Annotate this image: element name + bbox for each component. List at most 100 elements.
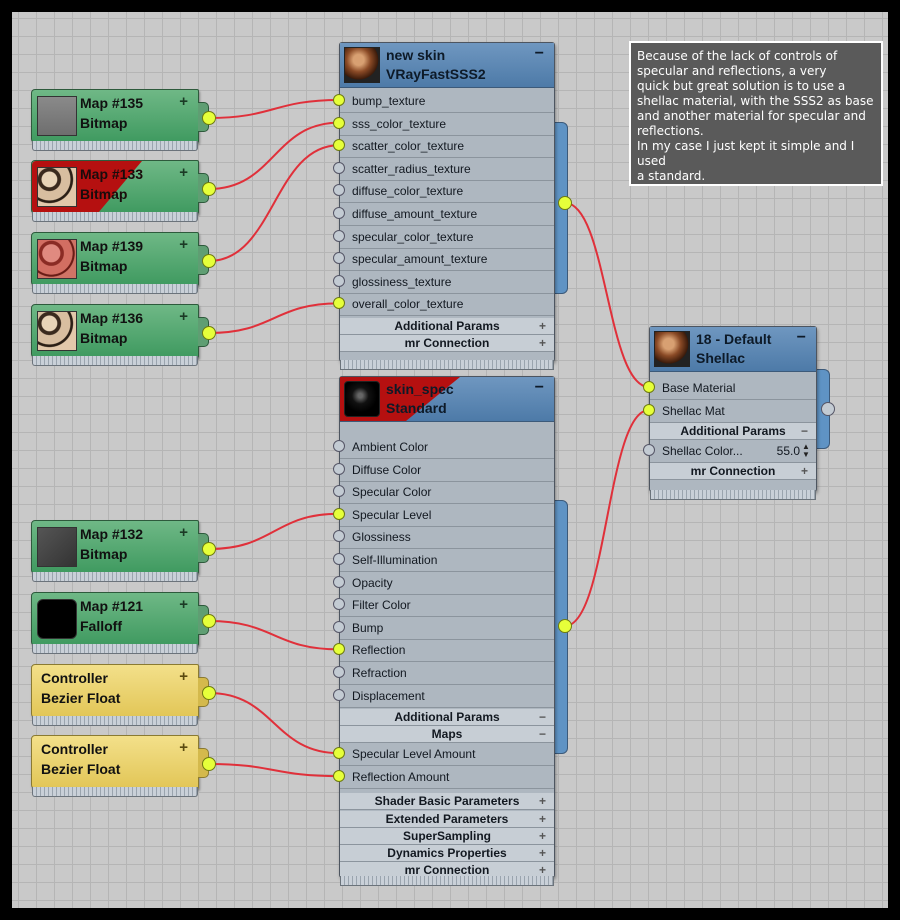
slot-glossiness-texture[interactable]: glossiness_texture [340,271,554,294]
input-socket-shellac-mat[interactable] [643,404,655,416]
section-supersampling[interactable]: SuperSampling+ [340,827,554,845]
collapse-minus-icon[interactable]: − [538,710,546,725]
map-node-136[interactable]: Map #136 Bitmap + [31,304,209,366]
slot-sss-color-texture[interactable]: sss_color_texture [340,113,554,136]
slot-glossiness[interactable]: Glossiness [340,526,554,550]
slot-diffuse-color[interactable]: Diffuse Color [340,459,554,482]
section-mr-connection[interactable]: mr Connection+ [650,463,816,480]
controller-node-1[interactable]: Controller Bezier Float + [31,664,209,726]
input-socket-diffuse-amount-texture[interactable] [333,207,345,219]
input-socket-scatter-color-texture[interactable] [333,139,345,152]
param-value[interactable]: 55.0 [776,444,800,458]
input-socket-filter-color[interactable] [333,598,345,611]
output-socket-shellac[interactable] [821,402,835,416]
expand-plus-icon[interactable]: + [179,236,188,253]
slot-reflection-amount[interactable]: Reflection Amount [340,766,554,790]
slot-opacity[interactable]: Opacity [340,572,554,595]
expand-plus-icon[interactable]: + [179,739,188,756]
slot-specular-color[interactable]: Specular Color [340,481,554,505]
output-socket-skin-spec[interactable] [558,619,572,633]
slot-ambient-color[interactable]: Ambient Color [340,436,554,459]
expand-plus-icon[interactable]: + [179,164,188,181]
slot-refraction[interactable]: Refraction [340,662,554,685]
map-node-135[interactable]: Map #135 Bitmap + [31,89,209,151]
slot-diffuse-color-texture[interactable]: diffuse_color_texture [340,180,554,204]
expand-plus-icon[interactable]: + [538,811,546,826]
input-socket-bump[interactable] [333,620,345,633]
input-socket-glossiness-texture[interactable] [333,274,345,287]
slot-base-material[interactable]: Base Material [650,377,816,400]
collapse-minus-icon[interactable]: − [538,727,546,742]
slot-reflection[interactable]: Reflection [340,639,554,663]
section-dynamics-properties[interactable]: Dynamics Properties+ [340,845,554,863]
section-mr-connection[interactable]: mr Connection+ [340,335,554,352]
controller-node-2[interactable]: Controller Bezier Float + [31,735,209,797]
input-socket-sss-color-texture[interactable] [333,116,345,129]
slot-displacement[interactable]: Displacement [340,685,554,708]
input-socket-specular-level[interactable] [333,507,345,520]
input-socket-specular-level-amount[interactable] [333,747,345,760]
slot-specular-level-amount[interactable]: Specular Level Amount [340,743,554,767]
expand-plus-icon[interactable]: + [179,93,188,110]
section-extended-parameters[interactable]: Extended Parameters+ [340,810,554,828]
slot-bump[interactable]: Bump [340,617,554,640]
output-socket-node-2[interactable] [202,182,216,196]
param-shellac-color[interactable]: Shellac Color... 55.0 ▲▼ [650,440,816,463]
slot-scatter-radius-texture[interactable]: scatter_radius_texture [340,158,554,181]
slot-overall-color-texture[interactable]: overall_color_texture [340,293,554,317]
section-additional-params[interactable]: Additional Params+ [340,318,554,335]
map-node-121[interactable]: Map #121 Falloff + [31,592,209,654]
input-socket-opacity[interactable] [333,575,345,588]
input-socket-diffuse-color-texture[interactable] [333,184,345,197]
output-socket-new-skin[interactable] [558,196,572,210]
section-additional-params[interactable]: Additional Params− [340,709,554,727]
slot-shellac-mat[interactable]: Shellac Mat [650,400,816,423]
input-socket-specular-color[interactable] [333,485,345,498]
section-additional-params[interactable]: Additional Params− [650,423,816,440]
input-socket-ambient-color[interactable] [333,440,345,452]
expand-plus-icon[interactable]: + [538,336,546,350]
input-socket-specular-color-texture[interactable] [333,229,345,242]
map-node-132[interactable]: Map #132 Bitmap + [31,520,209,582]
expand-plus-icon[interactable]: + [179,524,188,541]
input-socket-scatter-radius-texture[interactable] [333,161,345,174]
collapse-minus-icon[interactable]: − [800,424,808,438]
slot-filter-color[interactable]: Filter Color [340,594,554,618]
expand-plus-icon[interactable]: + [538,863,546,878]
slot-diffuse-amount-texture[interactable]: diffuse_amount_texture [340,203,554,226]
material-node-shellac[interactable]: 18 - Default Shellac − Base Material She… [649,326,817,500]
input-socket-specular-amount-texture[interactable] [333,252,345,265]
spinner-arrows-icon[interactable]: ▲▼ [802,442,810,459]
input-socket-reflection-amount[interactable] [333,770,345,783]
collapse-minus-icon[interactable]: − [534,379,544,396]
output-socket-node-7[interactable] [202,686,216,700]
expand-plus-icon[interactable]: + [800,464,808,478]
expand-plus-icon[interactable]: + [538,828,546,843]
collapse-minus-icon[interactable]: − [796,329,806,346]
map-node-133[interactable]: Map #133 Bitmap + [31,160,209,222]
input-socket-shellac-color[interactable] [643,444,655,456]
expand-plus-icon[interactable]: + [538,794,546,809]
expand-plus-icon[interactable]: + [179,596,188,613]
input-socket-displacement[interactable] [333,688,345,701]
slot-specular-color-texture[interactable]: specular_color_texture [340,226,554,249]
expand-plus-icon[interactable]: + [179,308,188,325]
input-socket-diffuse-color[interactable] [333,462,345,475]
section-maps[interactable]: Maps− [340,726,554,744]
input-socket-refraction[interactable] [333,666,345,678]
input-socket-overall-color-texture[interactable] [333,297,345,310]
slot-scatter-color-texture[interactable]: scatter_color_texture [340,135,554,159]
slot-specular-amount-texture[interactable]: specular_amount_texture [340,248,554,272]
slot-self-illumination[interactable]: Self-Illumination [340,549,554,572]
expand-plus-icon[interactable]: + [538,319,546,333]
output-socket-node-3[interactable] [202,254,216,268]
output-socket-node-6[interactable] [202,614,216,628]
expand-plus-icon[interactable]: + [179,668,188,685]
expand-plus-icon[interactable]: + [538,846,546,861]
collapse-minus-icon[interactable]: − [534,45,544,62]
slot-specular-level[interactable]: Specular Level [340,504,554,527]
input-socket-self-illumination[interactable] [333,553,345,565]
map-node-139[interactable]: Map #139 Bitmap + [31,232,209,294]
section-shader-basic-parameters[interactable]: Shader Basic Parameters+ [340,793,554,811]
